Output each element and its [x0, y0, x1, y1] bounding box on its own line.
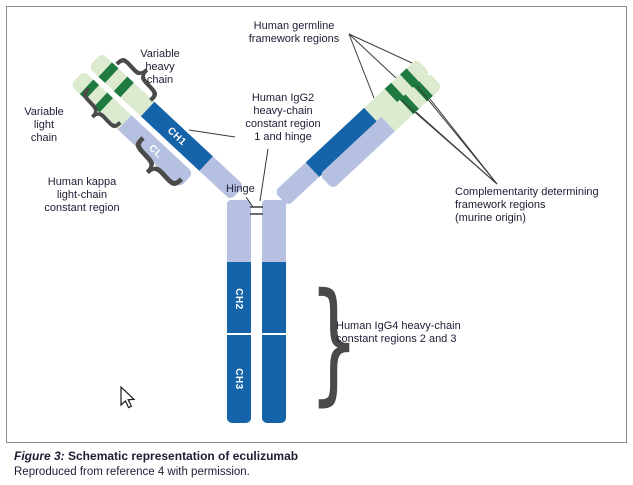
ch2-label: CH2: [233, 288, 245, 310]
domain-divider: [262, 333, 286, 335]
label-line: constant regions 2 and 3: [336, 333, 457, 345]
brace-igg4-constant: }: [308, 265, 360, 419]
label-line: constant region: [44, 202, 120, 214]
ch3-segment: [262, 335, 286, 423]
ch2-segment: [262, 262, 286, 333]
label-line: light-chain: [56, 189, 108, 201]
label-line: (murine origin): [455, 212, 526, 224]
domain-divider: [227, 333, 251, 335]
label-line: 1 and hinge: [254, 131, 312, 143]
label-igg2-constant-region: Human IgG2 heavy-chain constant region 1…: [233, 92, 333, 144]
stem-left-bar: [227, 200, 251, 423]
label-line: heavy-chain: [253, 105, 313, 117]
label-line: light: [33, 119, 55, 131]
label-variable-heavy-chain: Variable heavy chain: [125, 48, 195, 87]
label-line: heavy: [145, 61, 175, 73]
label-cdr-framework: Complementarity determining framework re…: [455, 186, 625, 225]
label-line: Complementarity determining: [455, 186, 599, 198]
label-line: framework regions: [455, 199, 546, 211]
label-igg4-constant-regions: Human IgG4 heavy-chain constant regions …: [336, 320, 526, 346]
label-line: Hinge: [226, 183, 255, 195]
label-line: framework regions: [248, 33, 340, 45]
caption-title-line: Figure 3: Schematic representation of ec…: [14, 448, 298, 464]
label-line: chain: [146, 74, 174, 86]
figure-caption: Figure 3: Schematic representation of ec…: [14, 448, 298, 480]
ch3-segment: [227, 335, 251, 423]
label-kappa-constant-region: Human kappa light-chain constant region: [12, 176, 152, 215]
label-line: Human IgG4 heavy-chain: [336, 320, 461, 332]
ch3-label: CH3: [233, 368, 245, 390]
label-variable-light-chain: Variable light chain: [16, 106, 72, 145]
ch2-segment: [227, 262, 251, 333]
label-line: Variable: [140, 48, 180, 60]
label-germline-framework: Human germline framework regions: [240, 20, 348, 46]
label-line: Variable: [24, 106, 64, 118]
label-hinge: Hinge: [226, 183, 260, 196]
caption-credit: Reproduced from reference 4 with permiss…: [14, 466, 250, 478]
mouse-cursor-icon: [120, 386, 136, 409]
label-line: Human kappa: [47, 176, 117, 188]
label-line: Human germline: [253, 20, 335, 32]
caption-figure-number: Figure 3:: [14, 449, 65, 463]
caption-title: Schematic representation of eculizumab: [64, 449, 299, 463]
label-line: Human IgG2: [251, 92, 315, 104]
hinge-segment: [262, 200, 286, 262]
hinge-segment: [227, 200, 251, 262]
label-line: constant region: [245, 118, 321, 130]
stem-right-bar: [262, 200, 286, 423]
label-line: chain: [30, 132, 58, 144]
